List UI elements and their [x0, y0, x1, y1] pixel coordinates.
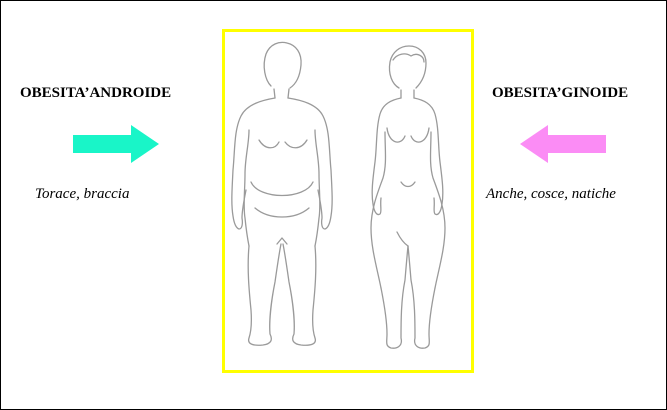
android-obesity-caption: Torace, braccia [35, 186, 129, 203]
left-arrow-shape [520, 125, 606, 163]
male-body-outline-icon [232, 42, 332, 345]
body-shapes-illustration [225, 32, 471, 370]
android-obesity-heading: OBESITA’ANDROIDE [20, 85, 230, 102]
female-body-outline-icon [371, 46, 445, 348]
gynoid-obesity-caption: Anche, cosce, natiche [486, 186, 616, 203]
right-arrow-icon [73, 125, 159, 163]
body-figure-frame [222, 29, 474, 373]
left-arrow-icon [520, 125, 606, 163]
gynoid-obesity-heading: OBESITA’GINOIDE [492, 85, 667, 102]
right-arrow-shape [73, 125, 159, 163]
